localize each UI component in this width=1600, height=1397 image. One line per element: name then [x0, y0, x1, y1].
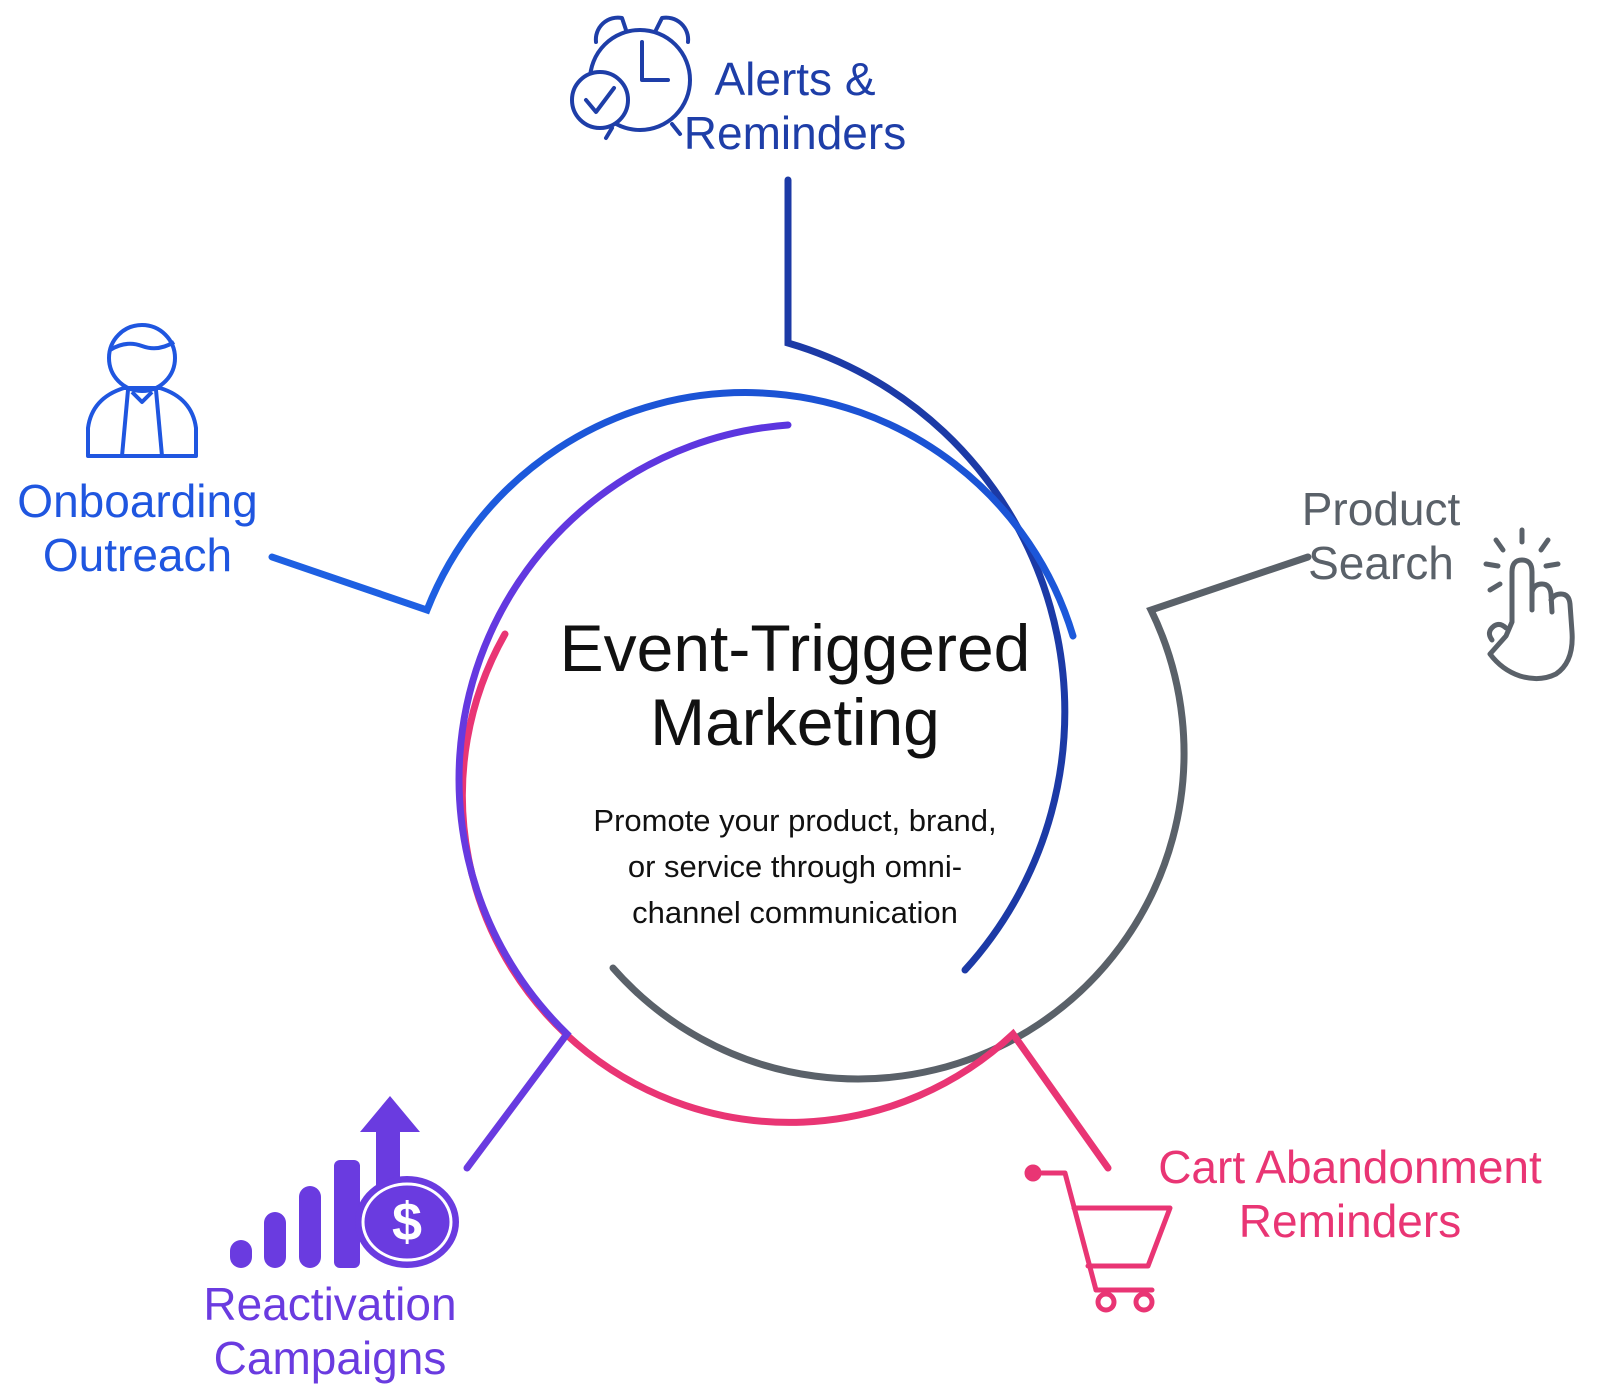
center-title: Event-Triggered Marketing: [515, 611, 1075, 760]
person-icon: [86, 323, 198, 458]
branch-label-line: Outreach: [42, 529, 233, 582]
branch-label-line: Alerts &: [714, 53, 876, 105]
pointer-hand-click-icon: [1483, 527, 1575, 682]
center-subtitle-line: channel communication: [632, 894, 958, 930]
arc-product: [609, 553, 1312, 1083]
branch-label-line: Reactivation: [203, 1278, 457, 1330]
branch-label-onboarding: Onboarding Outreach: [0, 474, 275, 583]
branch-label-line: Reminders: [683, 107, 907, 160]
branch-label-line: Onboarding: [17, 475, 258, 527]
branch-label-product: Product Search: [1286, 482, 1476, 591]
center-subtitle: Promote your product, brand, or service …: [545, 798, 1045, 936]
branch-label-cart: Cart Abandonment Reminders: [1120, 1140, 1580, 1249]
branch-label-line: Cart Abandonment: [1158, 1141, 1542, 1193]
shopping-cart-icon: [1024, 1164, 1173, 1313]
branch-label-line: Reminders: [1238, 1195, 1462, 1248]
alarm-clock-check-icon: [570, 15, 692, 140]
arc-onboarding: [268, 389, 1077, 640]
branch-label-reactivation: Reactivation Campaigns: [180, 1277, 480, 1386]
branch-label-line: Search: [1308, 537, 1454, 590]
center-title-line: Marketing: [650, 684, 940, 759]
branch-label-line: Campaigns: [213, 1332, 447, 1385]
branch-label-line: Product: [1301, 483, 1461, 535]
branch-label-alerts: Alerts & Reminders: [665, 52, 925, 161]
arc-cart: [458, 630, 1112, 1172]
arc-reactivation: [455, 421, 792, 1172]
center-title-line: Event-Triggered: [559, 611, 1031, 685]
center-subtitle-line: Promote your product, brand,: [593, 803, 997, 838]
arc-alerts: [784, 176, 1069, 974]
svg-text:$: $: [392, 1192, 422, 1252]
growth-dollar-icon: $: [230, 1096, 459, 1268]
center-subtitle-line: or service through omni-: [627, 848, 963, 884]
